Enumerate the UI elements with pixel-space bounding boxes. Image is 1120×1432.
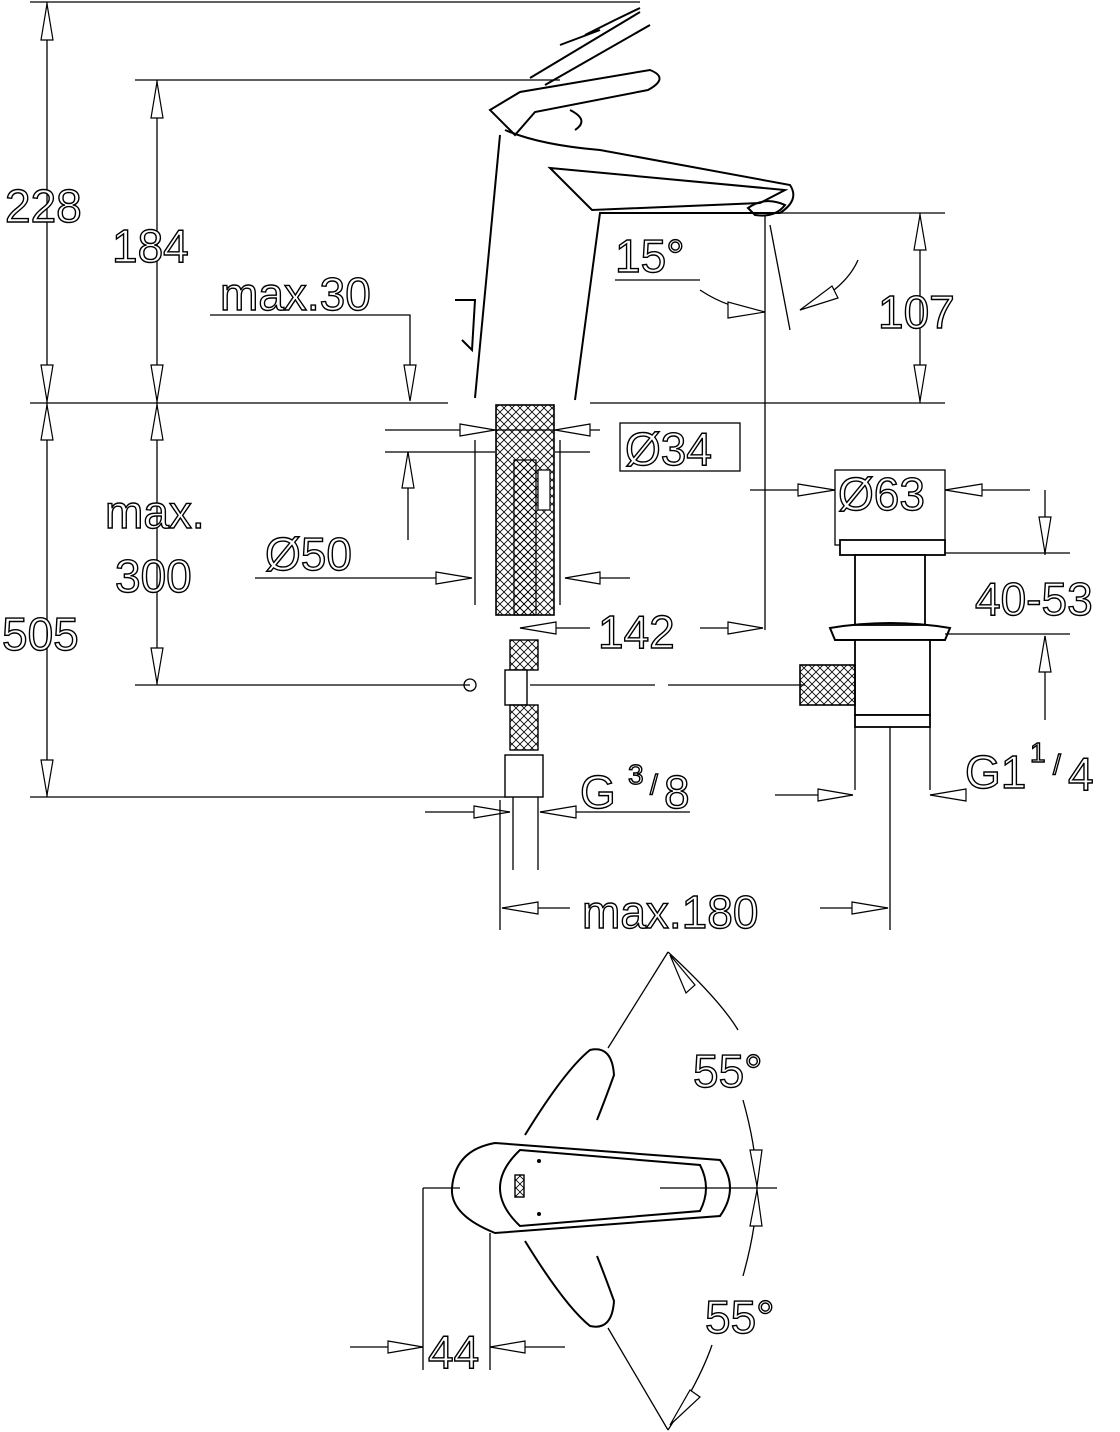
label-d50: Ø50 xyxy=(265,528,352,580)
label-300: 300 xyxy=(115,550,192,602)
label-max-180: max.180 xyxy=(582,886,758,938)
faucet-side-view xyxy=(385,7,795,870)
label-g-den: 8 xyxy=(664,766,690,818)
faucet-top-view xyxy=(350,951,777,1431)
label-d63: Ø63 xyxy=(838,468,925,520)
label-d34: Ø34 xyxy=(625,423,712,475)
label-142: 142 xyxy=(598,606,675,658)
label-g-num: 3 xyxy=(628,759,644,790)
label-44: 44 xyxy=(428,1326,479,1378)
label-40-53: 40-53 xyxy=(975,573,1093,625)
label-g1-slash: / xyxy=(1053,749,1061,780)
label-max: max. xyxy=(105,486,205,538)
reference-lines xyxy=(30,1,945,798)
label-15-deg: 15° xyxy=(615,230,685,282)
label-g-prefix: G xyxy=(580,766,616,818)
label-max-30: max.30 xyxy=(220,268,371,320)
label-107: 107 xyxy=(878,286,955,338)
label-g1-num: 1 xyxy=(1030,737,1046,768)
label-55-upper: 55° xyxy=(693,1045,763,1097)
label-228: 228 xyxy=(5,180,82,232)
label-g1-den: 4 xyxy=(1068,748,1094,800)
label-184: 184 xyxy=(112,220,189,272)
pop-up-waste xyxy=(799,469,952,790)
label-g1-prefix: G1 xyxy=(965,746,1026,798)
label-g-slash: / xyxy=(650,769,658,800)
label-55-lower: 55° xyxy=(705,1291,775,1343)
dimension-lines xyxy=(40,2,1070,930)
label-505: 505 xyxy=(2,608,79,660)
